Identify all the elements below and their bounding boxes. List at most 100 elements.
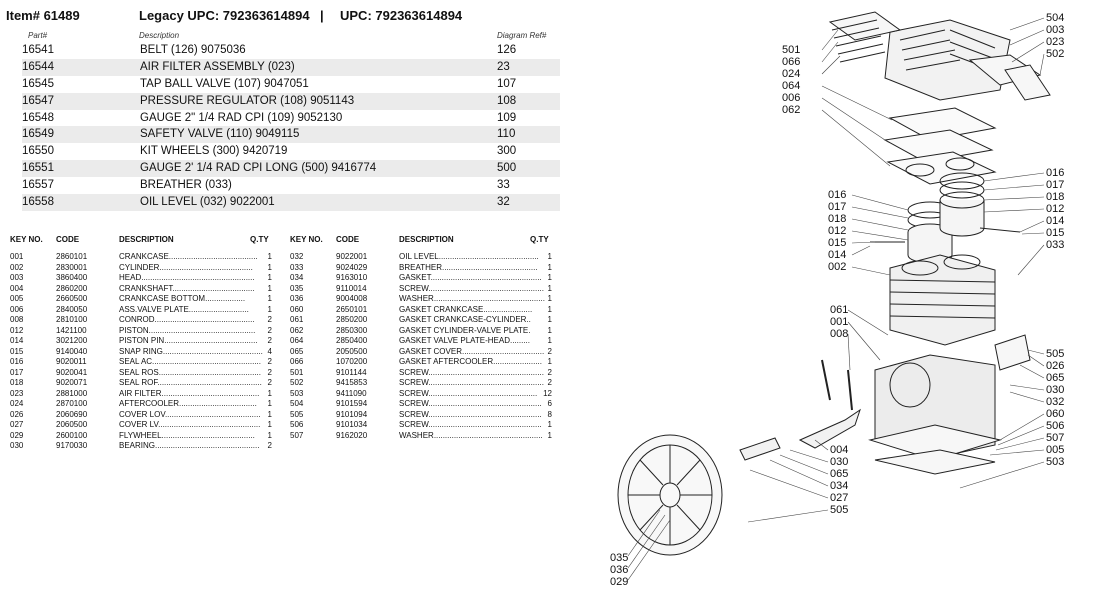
diagram-callout: 033 <box>1046 239 1064 251</box>
qty: 2 <box>267 325 272 335</box>
description: PISTON PIN..............................… <box>119 336 258 345</box>
qty: 1 <box>547 262 552 272</box>
diagram-callout: 503 <box>1046 456 1064 468</box>
description: SCREW...................................… <box>399 399 542 408</box>
description: CRANKCASE...............................… <box>119 252 258 261</box>
code: 2850200 <box>336 315 368 324</box>
qty: 1 <box>547 304 552 314</box>
diagram-callout: 005 <box>1046 444 1064 456</box>
diagram-callout: 507 <box>1046 432 1064 444</box>
description: COVER LOV...............................… <box>119 409 261 419</box>
diagram-ref: 109 <box>497 111 517 124</box>
qty: 1 <box>267 262 272 272</box>
diagram-callout: 036 <box>610 564 628 576</box>
diagram-callout: 027 <box>830 492 848 504</box>
code: 9170030 <box>56 441 88 450</box>
code: 2881000 <box>56 388 88 398</box>
diagram-callout: 016 <box>828 189 846 201</box>
diagram-callout: 026 <box>1046 360 1064 372</box>
legacy-upc: Legacy UPC: 792363614894 <box>139 8 310 23</box>
key-no: 017 <box>10 367 24 377</box>
code: 2830001 <box>56 262 88 272</box>
key-header-cell: Q.TY <box>530 235 549 244</box>
diagram-callout: 061 <box>830 304 848 316</box>
code: 9101594 <box>336 399 368 408</box>
code: 2600100 <box>56 430 88 440</box>
diagram-callout: 004 <box>830 444 848 456</box>
description: HEAD....................................… <box>119 273 255 282</box>
qty: 2 <box>267 315 272 324</box>
crankshaft-part <box>798 408 861 449</box>
key-no: 066 <box>290 357 304 366</box>
part-description: BREATHER (033) <box>140 179 232 192</box>
diagram-callout: 030 <box>1046 384 1064 396</box>
diagram-ref: 110 <box>497 128 516 141</box>
description: WASHER..................................… <box>399 430 543 440</box>
key-no: 060 <box>290 304 304 314</box>
code: 2860200 <box>56 283 88 293</box>
key-no: 005 <box>10 294 24 303</box>
code: 2060690 <box>56 409 88 419</box>
qty: 2 <box>267 378 272 387</box>
description: BEARING.................................… <box>119 441 260 450</box>
diagram-callout: 504 <box>1046 12 1064 24</box>
qty: 2 <box>267 367 272 377</box>
qty: 1 <box>267 399 272 408</box>
qty: 1 <box>267 304 272 314</box>
description: SCREW...................................… <box>399 367 544 377</box>
diagram-callout: 064 <box>782 80 800 92</box>
key-no: 024 <box>10 399 24 408</box>
description: SCREW...................................… <box>399 388 538 398</box>
qty: 1 <box>267 273 272 282</box>
key-no: 001 <box>10 252 24 261</box>
diagram-callout: 008 <box>830 328 848 340</box>
col-header-part: Part# <box>28 31 48 40</box>
diagram-callout: 016 <box>1046 167 1064 179</box>
cylinder-part <box>889 254 996 346</box>
diagram-callout: 505 <box>830 504 848 516</box>
code: 2050500 <box>336 346 368 356</box>
code: 9140040 <box>56 346 88 356</box>
qty: 2 <box>267 441 272 450</box>
valve-plate-part <box>888 107 997 141</box>
code: 9163010 <box>336 273 368 282</box>
description: SEAL ROF................................… <box>119 378 262 387</box>
code: 9004008 <box>336 294 368 303</box>
code: 1421100 <box>56 325 87 335</box>
qty: 1 <box>547 430 552 440</box>
key-no: 006 <box>10 304 24 314</box>
part-description: KIT WHEELS (300) 9420719 <box>140 145 288 158</box>
description: CYLINDER................................… <box>119 262 253 272</box>
qty: 1 <box>547 420 552 429</box>
key-no: 003 <box>10 273 24 282</box>
description: SNAP RING...............................… <box>119 346 263 356</box>
key-no: 062 <box>290 325 304 335</box>
description: FLYWHEEL................................… <box>119 430 255 440</box>
code: 2840050 <box>56 304 88 314</box>
key-no: 036 <box>290 294 304 303</box>
qty: 1 <box>547 315 552 324</box>
code: 9020011 <box>56 357 87 366</box>
qty: 1 <box>547 252 552 261</box>
key-header-cell: Q.TY <box>250 235 269 244</box>
